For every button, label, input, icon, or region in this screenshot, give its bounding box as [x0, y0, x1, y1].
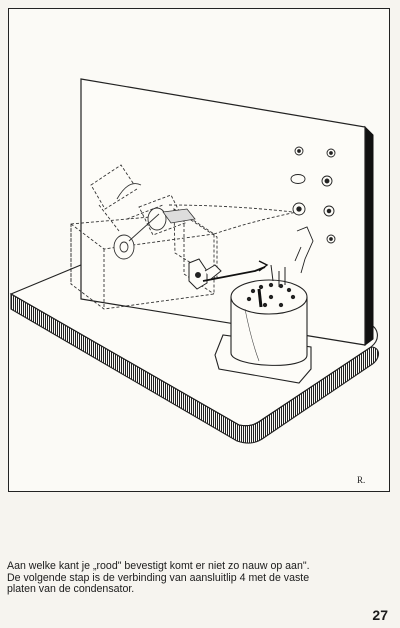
panel-knobs	[290, 146, 336, 274]
condenser-details	[113, 183, 167, 260]
caption-line-2: De volgende stap is de verbinding van aa…	[7, 571, 310, 584]
caption: Aan welke kant je „rood" bevestigt komt …	[7, 560, 393, 596]
caption-line-1: Aan welke kant je „rood" bevestigt komt …	[7, 560, 310, 572]
illustration-frame: R.	[8, 8, 390, 492]
artist-signature: R.	[357, 475, 365, 485]
coil	[214, 264, 312, 384]
front-panel	[80, 78, 366, 346]
front-panel-edge	[364, 125, 374, 346]
page-number: 27	[372, 607, 388, 623]
caption-line-3: platen van de condensator.	[7, 583, 135, 596]
terminal-lug	[188, 258, 222, 290]
radio-assembly-illustration: R.	[9, 78, 380, 485]
baseboard-front-edge	[10, 293, 380, 444]
